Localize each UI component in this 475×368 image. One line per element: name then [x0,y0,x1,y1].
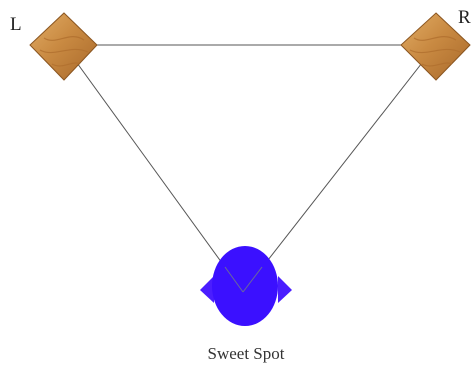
sweet-spot-caption: Sweet Spot [0,344,475,364]
right-speaker-to-listener-line [243,45,436,292]
left-speaker-label: L [10,15,22,34]
left-ear-icon [200,276,214,303]
listener-head-icon [200,246,292,326]
right-ear-icon [278,276,292,303]
left-speaker-to-listener-line [64,45,243,292]
left-speaker [30,13,97,80]
right-speaker-label: R [458,8,471,27]
